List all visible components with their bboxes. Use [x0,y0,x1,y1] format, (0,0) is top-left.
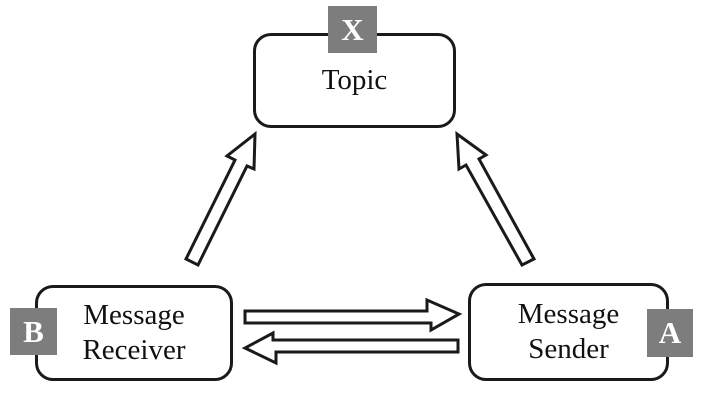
message-sender-label-line2: Sender [528,333,609,365]
arrow-sender-to-receiver [241,330,460,366]
arrow-receiver-to-topic [183,130,257,268]
message-sender-node: Message Sender [468,283,669,381]
message-receiver-label-line2: Receiver [82,334,186,366]
topic-badge: X [328,6,377,53]
message-sender-badge: A [647,309,693,357]
message-receiver-node: Message Receiver [35,285,233,381]
message-receiver-badge: B [10,308,57,355]
topic-label: Topic [321,64,388,96]
arrow-receiver-to-sender [243,297,463,333]
arrow-sender-to-topic [455,130,537,267]
message-sender-label-line1: Message [517,298,620,330]
message-receiver-label-line1: Message [83,299,185,331]
